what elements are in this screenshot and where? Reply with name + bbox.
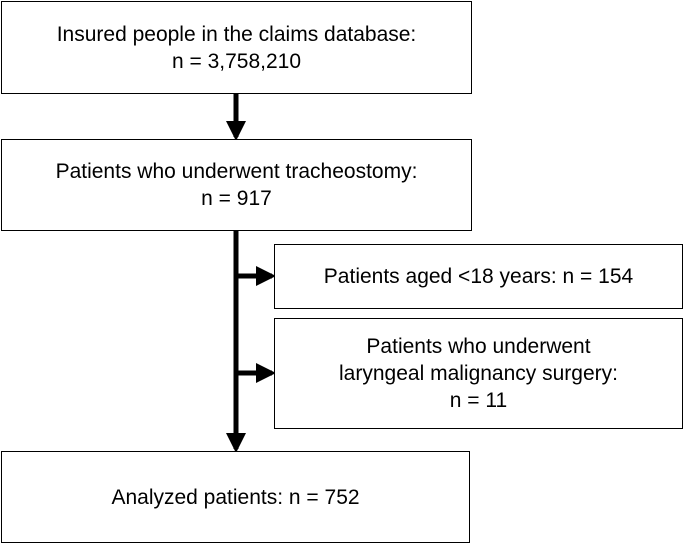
box-insured-people-count: n = 3,758,210 — [171, 49, 302, 73]
box-analyzed-patients: Analyzed patients: n = 752 — [1, 451, 470, 543]
box-analyzed-label: Analyzed patients: n = 752 — [111, 485, 360, 509]
box-tracheostomy-label: Patients who underwent tracheostomy: — [55, 160, 418, 183]
box-exclusion-malignancy-line1: Patients who underwent — [366, 335, 591, 358]
box-exclusion-malignancy-line2: laryngeal malignancy surgery: — [339, 362, 618, 385]
box-exclusion-age-label: Patients aged <18 years: n = 154 — [323, 265, 634, 288]
box-tracheostomy-patients: Patients who underwent tracheostomy: n =… — [1, 139, 472, 231]
box-exclusion-age: Patients aged <18 years: n = 154 — [274, 244, 683, 309]
box-tracheostomy-count: n = 917 — [201, 187, 272, 210]
box-insured-people-label: Insured people in the claims database: — [56, 22, 417, 46]
box-insured-people: Insured people in the claims database: n… — [1, 1, 472, 94]
box-exclusion-malignancy-count: n = 11 — [449, 389, 508, 412]
box-exclusion-malignancy: Patients who underwent laryngeal maligna… — [274, 318, 683, 429]
